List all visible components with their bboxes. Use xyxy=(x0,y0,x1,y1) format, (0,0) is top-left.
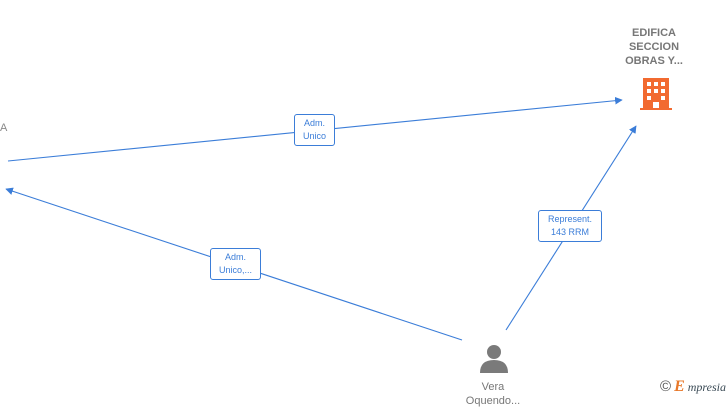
brand-initial: E xyxy=(674,378,685,395)
edge-label-top[interactable]: Adm. Unico xyxy=(294,114,335,146)
copyright-icon: © xyxy=(660,378,672,395)
company-node-label[interactable]: EDIFICA SECCION OBRAS Y... xyxy=(614,26,694,68)
brand-logo: © E mpresia xyxy=(660,378,726,396)
edge-label-left[interactable]: Adm. Unico,... xyxy=(210,248,261,280)
edge-left-line-2: Unico,... xyxy=(218,265,252,275)
edge-label-right[interactable]: Represent. 143 RRM xyxy=(538,210,602,242)
company-label-line-3: OBRAS Y... xyxy=(625,55,683,67)
edge-top-line-2: Unico xyxy=(302,131,326,141)
company-label-line-2: SECCION xyxy=(628,41,680,53)
person-node-label[interactable]: Vera Oquendo... xyxy=(458,380,528,408)
person-label-line-2: Oquendo... xyxy=(465,395,521,407)
brand-name: mpresia xyxy=(687,380,726,394)
edge-top-line-1: Adm. xyxy=(303,118,325,128)
building-icon[interactable] xyxy=(640,78,672,110)
person-label-line-1: Vera xyxy=(481,381,505,393)
edge-right-line-2: 143 RRM xyxy=(550,227,589,237)
edge-right-line-1: Represent. xyxy=(547,214,593,224)
person-icon[interactable] xyxy=(480,345,508,373)
company-label-line-1: EDIFICA xyxy=(632,27,676,39)
left-node-label[interactable]: A xyxy=(0,122,8,134)
edge-left-line-1: Adm. xyxy=(224,252,246,262)
